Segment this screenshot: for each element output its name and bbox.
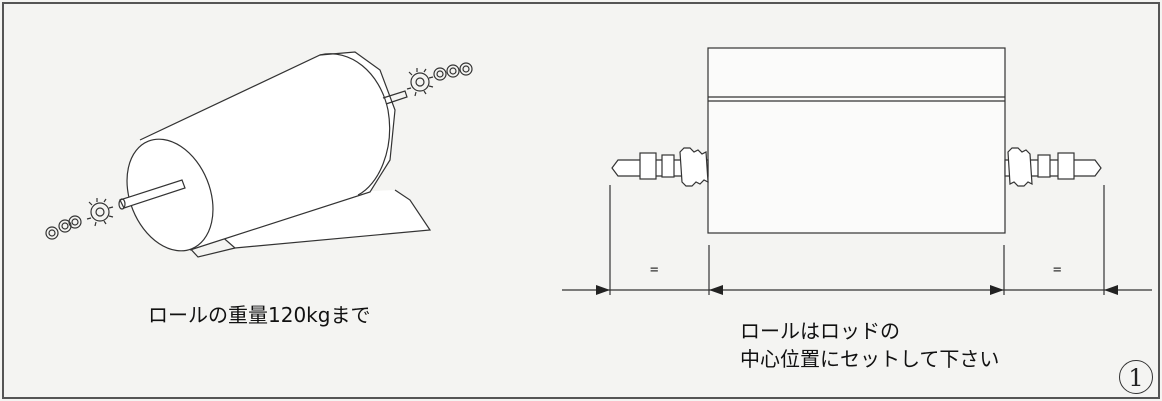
- centering-caption-line1: ロールはロッドの: [740, 319, 900, 343]
- weight-limit-caption: ロールの重量120kgまで: [148, 303, 371, 327]
- equal-distance-mark-left: =: [650, 262, 659, 278]
- roll-body: [707, 47, 1006, 234]
- centering-caption-line2: 中心位置にセットして下さい: [740, 347, 1000, 371]
- equal-distance-mark-right: =: [1053, 262, 1062, 278]
- roll-front-view-illustration: [562, 47, 1152, 295]
- step-number-badge: 1: [1119, 360, 1153, 394]
- roll-isometric-illustration: [45, 51, 473, 258]
